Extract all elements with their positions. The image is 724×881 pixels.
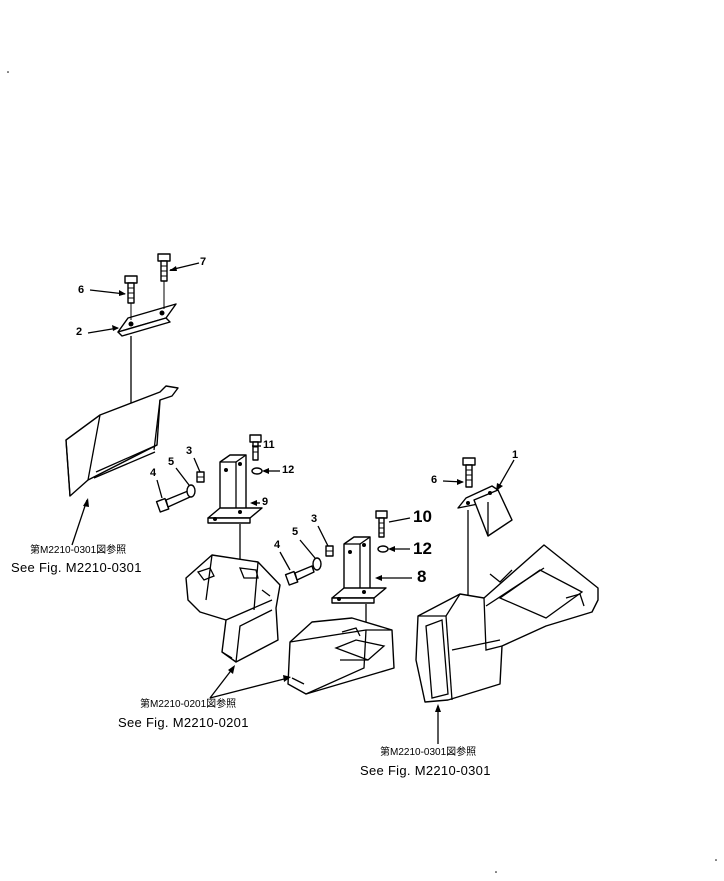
bolt-7 [157, 253, 171, 282]
ref-right-en: See Fig. M2210-0301 [360, 763, 491, 778]
callout-5-right: 5 [292, 526, 299, 538]
callout-6-left: 6 [78, 284, 85, 296]
ref-left-jp: 第M2210-0301図参照 [30, 545, 127, 556]
bolt-10 [375, 510, 388, 538]
bolt-4-left [155, 490, 191, 513]
callout-5-left: 5 [168, 456, 175, 468]
bolt-4-right [284, 565, 315, 586]
washer-12-left [251, 467, 263, 475]
washer-5-left [186, 484, 196, 498]
leader-5-right [299, 539, 316, 559]
callout-8: 8 [417, 567, 427, 586]
ref-right-jp: 第M2210-0301図参照 [380, 747, 477, 758]
ref-center-en: See Fig. M2210-0201 [118, 715, 249, 730]
bolt-6-right [462, 457, 476, 488]
left-cover [65, 385, 179, 497]
washer-5-right [312, 557, 322, 571]
bracket-9 [207, 454, 263, 524]
callout-1: 1 [512, 449, 519, 461]
callout-3-left: 3 [186, 445, 193, 457]
center-housing [287, 617, 395, 695]
bracket-2 [117, 281, 177, 337]
callout-9: 9 [262, 496, 269, 508]
callout-4-right: 4 [274, 539, 281, 551]
leader-3-right [317, 525, 329, 547]
washer-12-right [377, 545, 389, 553]
callout-12-right: 12 [413, 539, 432, 558]
leader-ref-center-a [209, 667, 234, 699]
nut-3-right [325, 545, 334, 557]
callout-7: 7 [200, 256, 207, 268]
callout-10: 10 [413, 507, 432, 526]
leader-ref-center-b [209, 677, 289, 699]
callout-6-right: 6 [431, 474, 438, 486]
left-housing [185, 554, 281, 663]
leader-4-right [279, 551, 291, 571]
leader-10 [388, 517, 411, 523]
right-cover [415, 544, 599, 703]
bolt-6-left [124, 275, 138, 304]
leader-ref-left [71, 499, 88, 546]
callout-11: 11 [263, 439, 275, 451]
callout-2: 2 [76, 326, 83, 338]
bracket-1 [457, 485, 513, 537]
bracket-8 [331, 536, 387, 604]
nut-3-left [196, 471, 205, 483]
leader-5-left [175, 467, 190, 486]
leader-1 [497, 459, 515, 489]
callout-12-left: 12 [282, 464, 295, 476]
callout-4-left: 4 [150, 467, 157, 479]
bolt-11 [249, 434, 262, 461]
leader-3-left [193, 457, 201, 473]
ref-center-jp: 第M2210-0201図参照 [140, 699, 237, 710]
callout-3-right: 3 [311, 513, 318, 525]
ref-left-en: See Fig. M2210-0301 [11, 560, 142, 575]
leader-4-left [156, 479, 163, 499]
